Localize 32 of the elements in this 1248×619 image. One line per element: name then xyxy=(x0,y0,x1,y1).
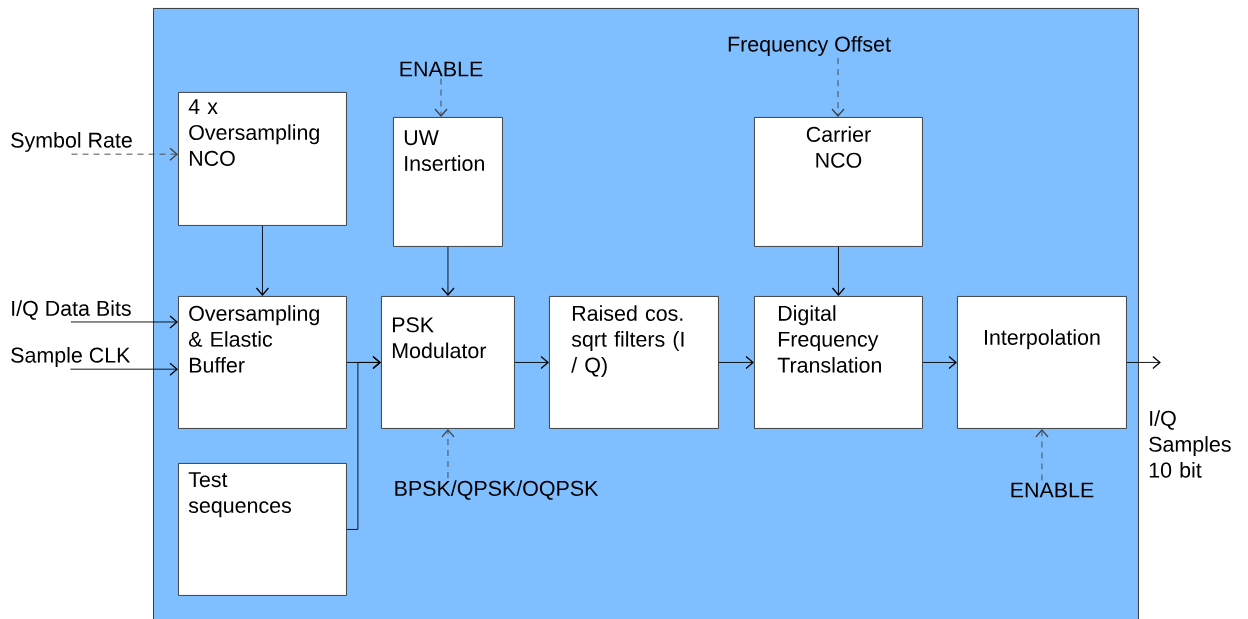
arrow xyxy=(70,315,178,329)
process-box: Digital Frequency Translation xyxy=(754,296,923,429)
arrow xyxy=(69,362,178,376)
arrow xyxy=(71,147,178,161)
signal-label: BPSK/QPSK/OQPSK xyxy=(395,480,599,500)
process-box: 4 x Oversampling NCO xyxy=(178,92,347,226)
arrow xyxy=(1126,355,1161,370)
arrow xyxy=(346,355,381,530)
process-box: Test sequences xyxy=(178,463,347,596)
arrow xyxy=(922,355,957,370)
process-box: Oversampling & Elastic Buffer xyxy=(178,296,347,429)
arrow xyxy=(514,355,549,370)
signal-label: ENABLE xyxy=(1011,482,1094,498)
arrow xyxy=(434,78,448,117)
arrow xyxy=(441,246,455,296)
signal-label: Sample CLK xyxy=(11,347,131,367)
signal-label: Symbol Rate xyxy=(11,132,132,152)
process-box: UW Insertion xyxy=(393,117,503,247)
signal-label: I/Q Data Bits xyxy=(12,300,131,320)
process-box: Raised cos. sqrt filters (I / Q) xyxy=(549,296,719,429)
arrow xyxy=(1035,428,1049,481)
arrow xyxy=(718,355,754,370)
signal-label: Frequency Offset xyxy=(728,36,891,56)
process-box: Interpolation xyxy=(957,296,1127,429)
arrow xyxy=(831,246,846,296)
arrow xyxy=(255,225,270,296)
arrow xyxy=(831,57,845,117)
process-box: Carrier NCO xyxy=(754,117,923,247)
arrow xyxy=(441,428,455,479)
output-label: I/Q Samples 10 bit xyxy=(1149,410,1231,478)
signal-label: ENABLE xyxy=(400,61,483,77)
process-box: PSK Modulator xyxy=(381,296,515,429)
